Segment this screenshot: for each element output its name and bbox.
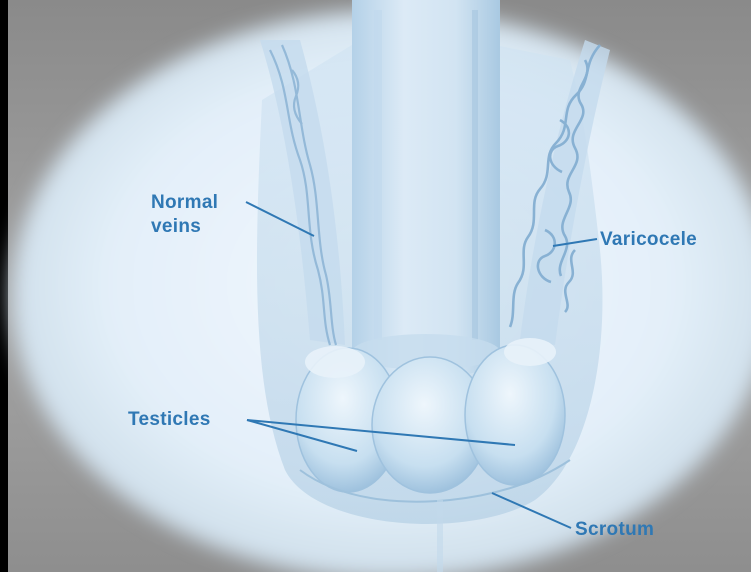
- right-testicle: [465, 345, 565, 485]
- normal-veins-label-line-2: veins: [151, 215, 218, 239]
- normal-veins-label: Normal veins: [151, 191, 218, 239]
- varicocele-label: Varicocele: [600, 228, 697, 252]
- scrotum-label: Scrotum: [575, 518, 654, 542]
- normal-veins-label-line-1: Normal: [151, 191, 218, 215]
- testicles-label: Testicles: [128, 408, 211, 432]
- testicles-group: [296, 338, 565, 493]
